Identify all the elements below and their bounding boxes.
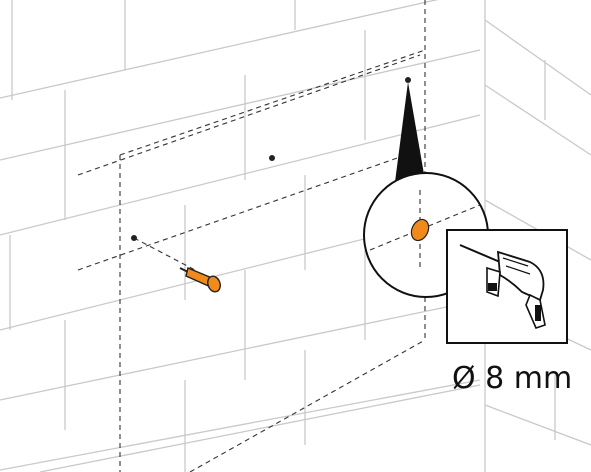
drill-icon <box>459 244 546 329</box>
hole-markers <box>131 77 411 241</box>
hole-marker-icon <box>131 235 137 241</box>
drill-bit-size-label: Ø 8 mm <box>452 361 572 396</box>
hole-marker-icon <box>405 77 411 83</box>
drill-hole-icon <box>410 218 430 242</box>
callout-pointer <box>395 82 425 182</box>
wall-plug-icon <box>179 267 221 293</box>
drill-inset <box>446 229 568 344</box>
tile-wall <box>0 0 481 472</box>
hole-marker-icon <box>269 155 275 161</box>
